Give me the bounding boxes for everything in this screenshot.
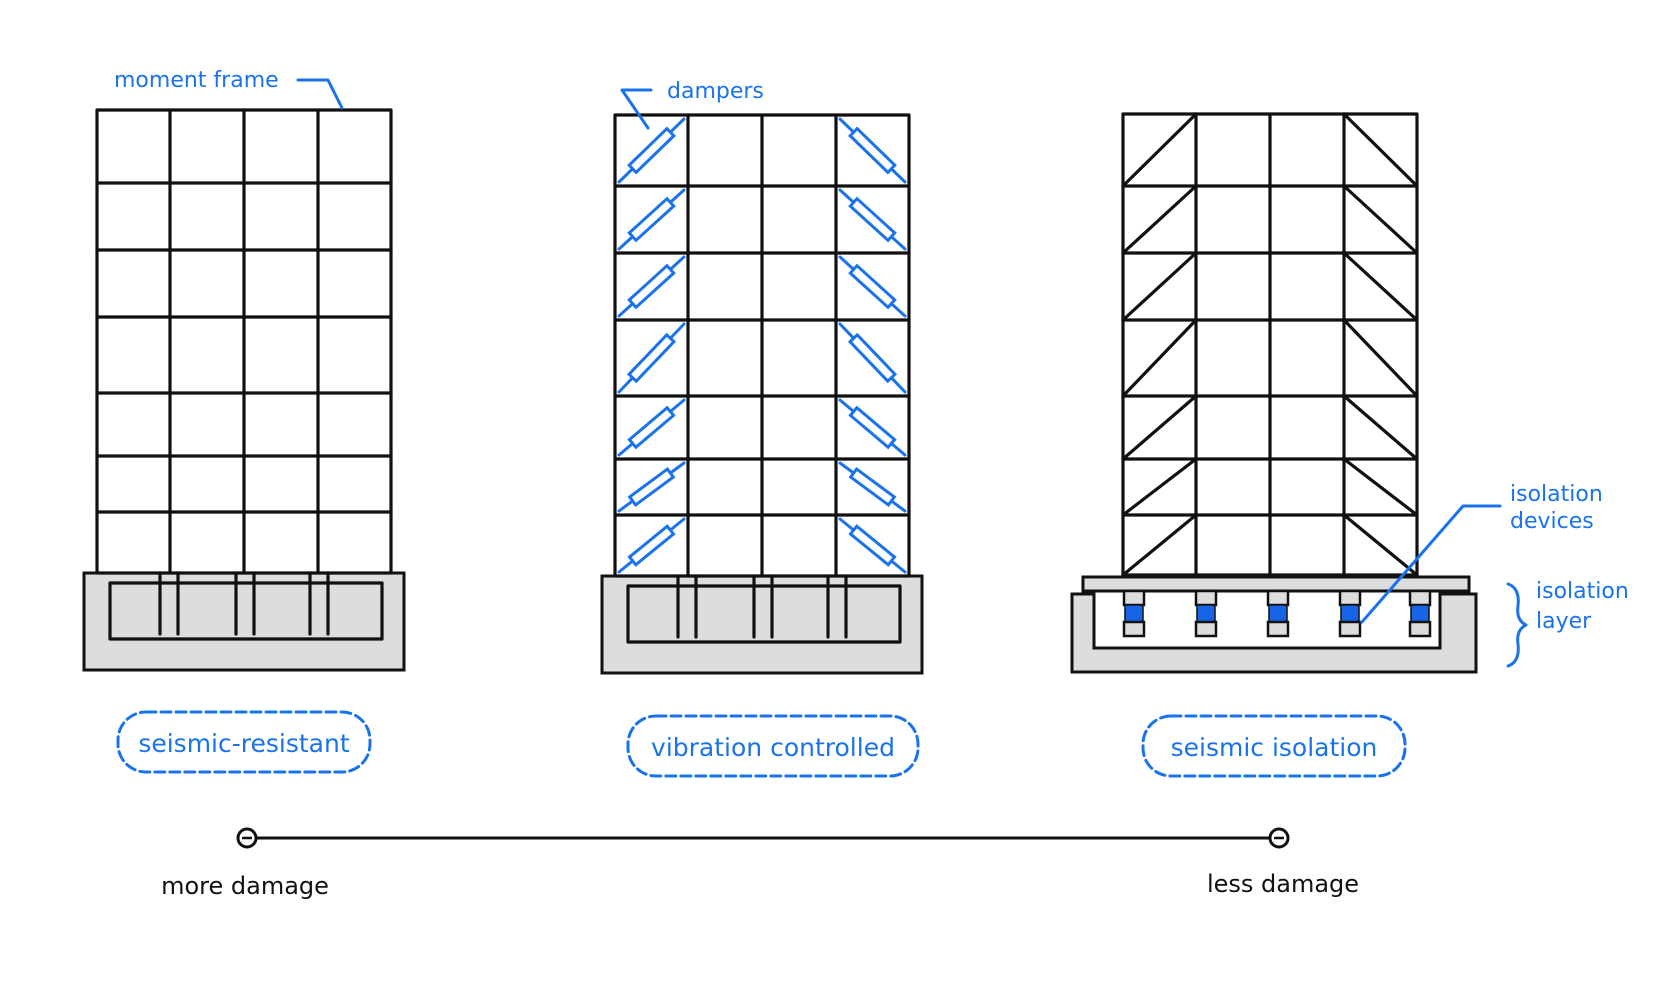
- isolation-layer-label-1: isolation: [1536, 579, 1629, 604]
- dampers-right: [838, 117, 907, 574]
- building-vibration-controlled: [600, 113, 924, 675]
- dampers-left: [617, 117, 686, 574]
- label-seismic-isolation: seismic isolation: [1171, 733, 1378, 762]
- less-damage-label: less damage: [1207, 870, 1359, 898]
- label-vibration-controlled: vibration controlled: [651, 733, 895, 762]
- isolation-device-4: [1338, 589, 1362, 638]
- braces-left: [1121, 112, 1198, 577]
- isolation-devices-label-1: isolation: [1510, 482, 1603, 507]
- annotation-dampers: dampers: [620, 79, 764, 130]
- isolation-layer-label-2: layer: [1536, 609, 1592, 634]
- brace-right-5: [1342, 394, 1419, 461]
- moment-frame-grid: [95, 108, 393, 636]
- more-damage-label: more damage: [161, 872, 329, 900]
- basement-2: [626, 584, 902, 644]
- isolation-device-2: [1194, 589, 1218, 638]
- braces-right: [1342, 112, 1419, 577]
- scale-endpoint-left: [236, 827, 258, 849]
- dampers-label: dampers: [667, 79, 764, 104]
- brace-left-2: [1121, 184, 1198, 255]
- foundation-1: [82, 571, 406, 672]
- scale-endpoint-right: [1268, 827, 1290, 849]
- isolation-device-5: [1408, 589, 1432, 638]
- isolation-pit: [1070, 592, 1478, 674]
- brace-left-5: [1121, 394, 1198, 461]
- isolation-devices-label-2: devices: [1510, 509, 1594, 534]
- damper-left-6: [617, 461, 686, 513]
- isolation-slab: [1081, 575, 1471, 593]
- foundation-2: [600, 574, 924, 675]
- moment-frame-label: moment frame: [114, 68, 279, 93]
- damper-right-4: [838, 322, 907, 394]
- moment-frame-leader: [296, 78, 344, 110]
- damper-right-1: [838, 117, 907, 184]
- isolation-layer-brace: [1506, 582, 1528, 668]
- brace-right-4: [1342, 318, 1419, 398]
- building-seismic-isolation: [1070, 112, 1478, 674]
- brace-right-2: [1342, 184, 1419, 255]
- dampers-leader: [620, 88, 653, 130]
- damper-left-7: [617, 517, 686, 574]
- annotation-moment-frame: moment frame: [114, 68, 344, 110]
- damper-left-1: [617, 117, 686, 184]
- brace-left-7: [1121, 513, 1198, 577]
- brace-left-4: [1121, 318, 1198, 398]
- annotation-isolation-devices: isolation devices: [1360, 482, 1603, 624]
- isolation-devices: [1122, 589, 1432, 638]
- damper-right-3: [838, 255, 907, 318]
- brace-left-1: [1121, 112, 1198, 188]
- brace-right-1: [1342, 112, 1419, 188]
- label-seismic-resistant: seismic-resistant: [138, 729, 350, 758]
- damper-right-6: [838, 461, 907, 513]
- damper-left-4: [617, 322, 686, 394]
- brace-right-7: [1342, 513, 1419, 577]
- system-label-seismic-resistant: seismic-resistant: [116, 710, 372, 774]
- damper-right-7: [838, 517, 907, 574]
- damper-left-5: [617, 398, 686, 457]
- annotation-isolation-layer: isolation layer: [1506, 579, 1629, 668]
- frame-grid-2: [613, 113, 911, 639]
- label-bubble-3: [1141, 714, 1407, 778]
- system-label-seismic-isolation: seismic isolation: [1141, 714, 1407, 778]
- brace-right-3: [1342, 251, 1419, 322]
- damper-left-2: [617, 188, 686, 251]
- braced-frame-grid: [1121, 112, 1419, 577]
- isolation-device-1: [1122, 589, 1146, 638]
- brace-left-6: [1121, 457, 1198, 517]
- brace-right-6: [1342, 457, 1419, 517]
- brace-left-3: [1121, 251, 1198, 322]
- label-bubble-1: [116, 710, 372, 774]
- damper-left-3: [617, 255, 686, 318]
- damage-scale: more damage less damage: [161, 827, 1359, 900]
- label-bubble-2: [626, 714, 920, 778]
- isolation-devices-leader: [1360, 504, 1502, 624]
- system-label-vibration-controlled: vibration controlled: [626, 714, 920, 778]
- damper-right-2: [838, 188, 907, 251]
- isolation-device-3: [1266, 589, 1290, 638]
- damper-right-5: [838, 398, 907, 457]
- building-moment-frame: [82, 108, 406, 672]
- basement-1: [108, 581, 384, 641]
